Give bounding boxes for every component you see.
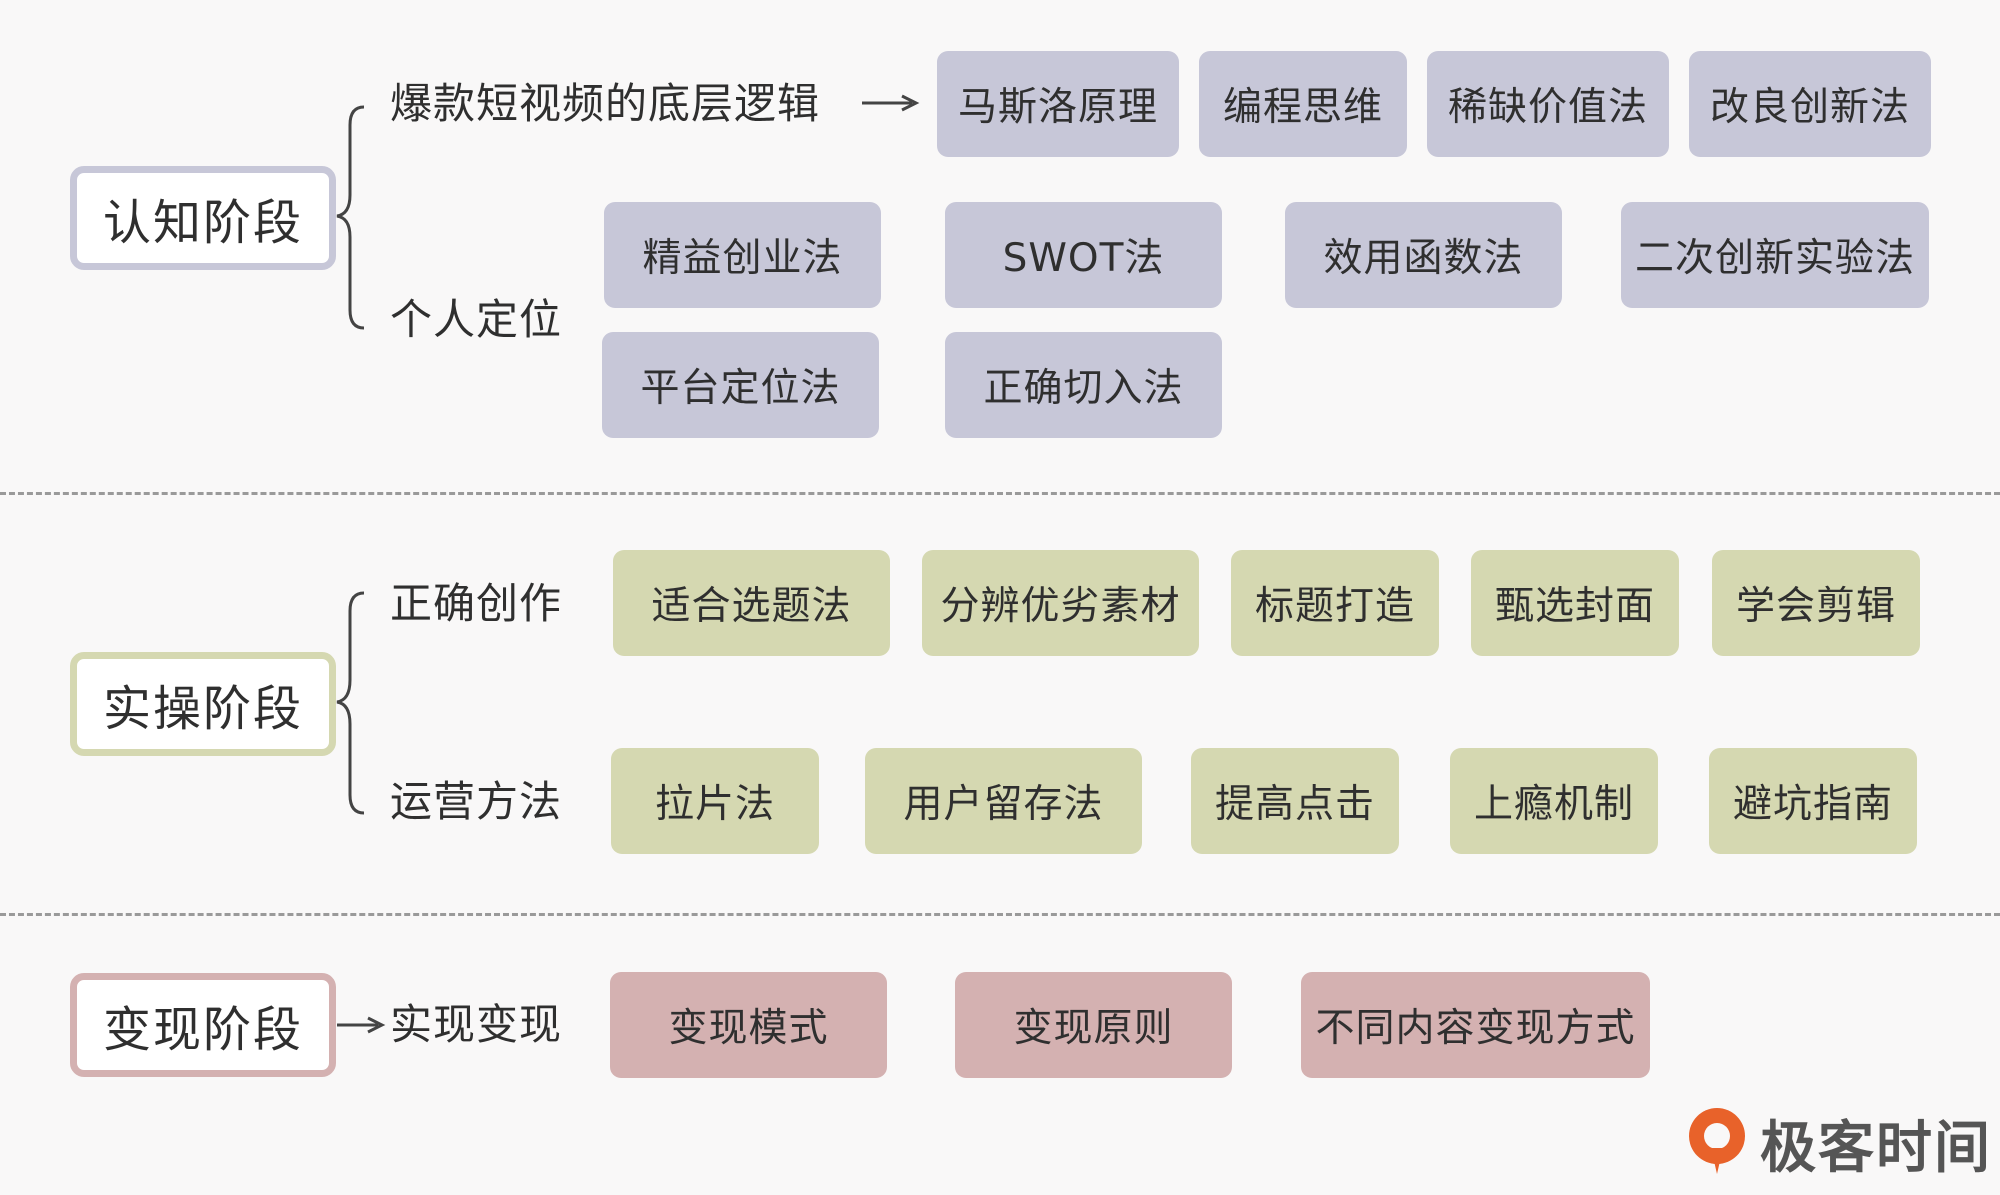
branch-label-creation: 正确创作 (390, 579, 563, 628)
node-topic-selection: 适合选题法 (613, 550, 890, 656)
branch-label-logic: 爆款短视频的底层逻辑 (390, 79, 821, 128)
arrow-monetization (337, 1016, 386, 1034)
stage-cognition: 认知阶段 (70, 166, 336, 270)
node-content-monetization: 不同内容变现方式 (1301, 972, 1650, 1078)
brace-cognition (336, 105, 365, 330)
node-scarcity-value: 稀缺价值法 (1427, 51, 1669, 157)
section-divider (0, 492, 2000, 495)
geektime-logo-text: 极客时间 (1760, 1115, 1992, 1181)
node-addiction-mechanism: 上瘾机制 (1450, 748, 1658, 854)
node-monetization-model: 变现模式 (610, 972, 887, 1078)
node-material-judgment: 分辨优劣素材 (922, 550, 1199, 656)
arrow-logic (862, 94, 920, 112)
node-editing: 学会剪辑 (1712, 550, 1920, 656)
node-utility-function: 效用函数法 (1285, 202, 1562, 308)
node-lean-startup: 精益创业法 (604, 202, 881, 308)
node-breakdown: 拉片法 (611, 748, 819, 854)
node-retention: 用户留存法 (865, 748, 1142, 854)
stage-monetization: 变现阶段 (70, 973, 336, 1077)
geektime-logo-icon (1683, 1104, 1751, 1178)
node-correct-entry: 正确切入法 (945, 332, 1222, 438)
node-improved-innovation: 改良创新法 (1689, 51, 1931, 157)
branch-label-monetize: 实现变现 (390, 1000, 563, 1049)
node-click-rate: 提高点击 (1191, 748, 1399, 854)
section-divider (0, 913, 2000, 916)
node-secondary-innovation: 二次创新实验法 (1621, 202, 1929, 308)
node-platform-positioning: 平台定位法 (602, 332, 879, 438)
node-title-crafting: 标题打造 (1231, 550, 1439, 656)
node-swot: SWOT法 (945, 202, 1222, 308)
brace-practice (336, 591, 365, 815)
node-cover-selection: 甄选封面 (1471, 550, 1679, 656)
branch-label-operations: 运营方法 (390, 777, 563, 826)
node-pitfall-guide: 避坑指南 (1709, 748, 1917, 854)
node-programming-thinking: 编程思维 (1199, 51, 1407, 157)
node-monetization-principle: 变现原则 (955, 972, 1232, 1078)
stage-practice: 实操阶段 (70, 652, 336, 756)
branch-label-positioning: 个人定位 (390, 295, 563, 344)
node-maslow: 马斯洛原理 (937, 51, 1179, 157)
